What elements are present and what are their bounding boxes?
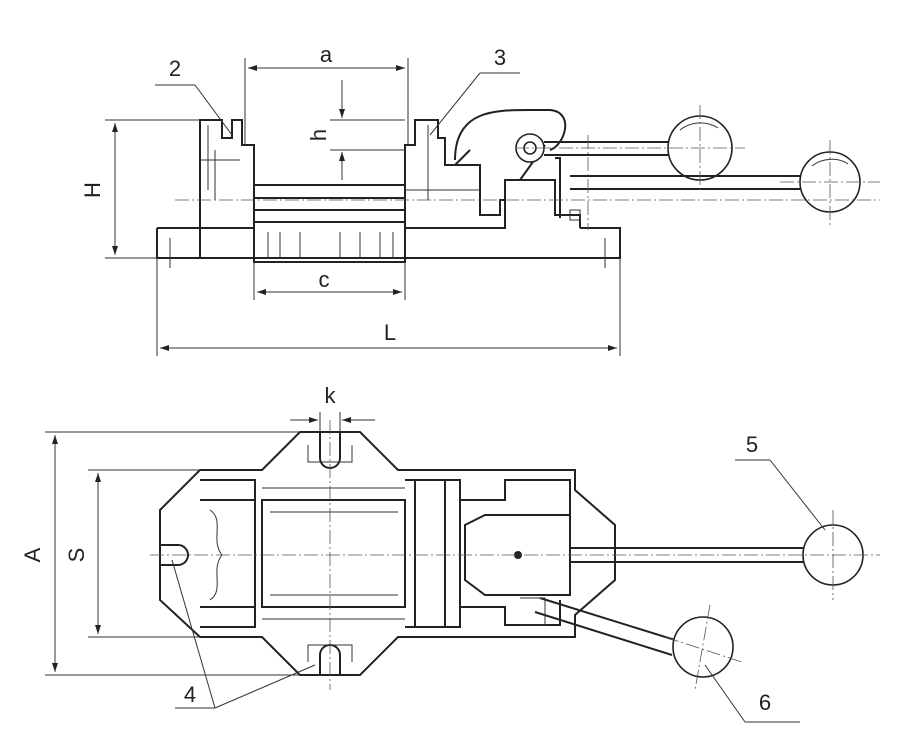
side-view: a h H c L 2 3 (80, 42, 880, 356)
top-rear-assembly (460, 479, 571, 626)
dim-A-label: A (20, 547, 45, 562)
part-6-label: 6 (759, 690, 771, 715)
side-base-plate (156, 227, 621, 259)
dim-k-label: k (325, 383, 337, 408)
leader-3 (429, 72, 481, 136)
dim-H-label: H (80, 182, 105, 198)
top-handle-ball-6 (672, 616, 734, 678)
top-movable-jaw (405, 479, 461, 628)
side-handle-rod-lower (570, 175, 802, 190)
side-fixed-jaw-detail (200, 125, 240, 200)
dim-S-label: S (64, 548, 89, 563)
dim-h-label: h (306, 129, 331, 141)
leader-2 (194, 84, 233, 136)
top-handle-rod-5 (570, 547, 805, 563)
side-fixed-jaw (199, 119, 255, 258)
side-movable-jaw-detail (405, 125, 480, 200)
top-view: k A S 4 5 6 (20, 383, 880, 723)
side-handle-ball-lower-shade (811, 158, 849, 167)
side-rear-housing (504, 157, 581, 228)
side-linkage (454, 109, 567, 181)
side-base-block (253, 228, 406, 263)
side-handle-ball-upper-shade (679, 122, 719, 131)
dim-c-label: c (319, 267, 330, 292)
leader-6 (704, 664, 746, 723)
top-clamp-body (464, 514, 571, 596)
top-centerline-ball-6-b (694, 604, 711, 691)
leader-4-b (214, 664, 316, 709)
top-pivot-pin (514, 551, 522, 559)
top-handle-6-mount (520, 597, 546, 626)
side-movable-jaw (404, 119, 506, 229)
side-handle-rod-upper (544, 141, 668, 156)
top-base-outline (159, 431, 616, 676)
side-stop (569, 209, 581, 221)
top-keyway-top-pocket (307, 445, 353, 463)
top-centerline-ball-6-a (664, 636, 743, 663)
side-base-ribs (267, 232, 394, 258)
side-rail (254, 184, 405, 223)
top-screw-rails (262, 487, 405, 620)
part-5-label: 5 (746, 432, 758, 457)
top-slot-left (160, 544, 189, 566)
dim-L-label: L (384, 320, 396, 345)
leader-5 (769, 459, 826, 531)
part-3-label: 3 (494, 45, 506, 70)
part-4-label: 4 (184, 682, 196, 707)
leader-4-a (171, 559, 216, 709)
top-handle-rod-6 (534, 597, 676, 656)
part-2-label: 2 (169, 56, 181, 81)
top-screw-window (261, 499, 406, 608)
top-fixed-jaw (200, 479, 256, 628)
dim-a-label: a (320, 42, 333, 67)
